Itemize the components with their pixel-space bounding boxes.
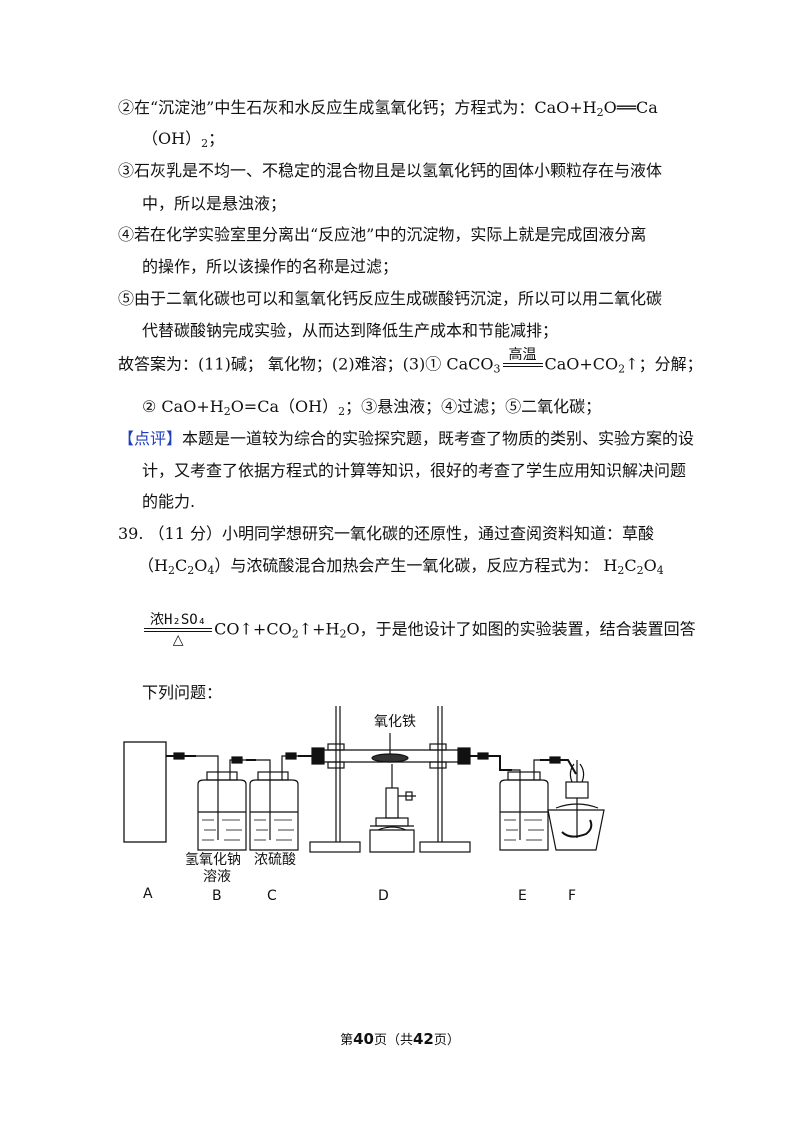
- text-line-7: ⑤由于二氧化碳也可以和氢氧化钙反应生成碳酸钙沉淀，所以可以用二氧化碳: [118, 289, 663, 308]
- text-line-4: 中，所以是悬浊液；: [142, 194, 287, 213]
- label-b: B: [212, 888, 222, 904]
- equation-line: 浓H₂SO₄△CO↑+CO2↑+H2O，于是他设计了如图的实验装置，结合装置回答: [142, 612, 696, 648]
- text-line-6: 的操作，所以该操作的名称是过滤；: [142, 257, 399, 276]
- label-f: F: [568, 888, 577, 904]
- apparatus-a-box: [123, 741, 167, 843]
- naoh-label-line1: 氢氧化钠: [185, 852, 241, 868]
- comment-line-1: 【点评】本题是一道较为综合的实验探究题，既考查了物质的类别、实验方案的设: [118, 429, 695, 448]
- label-e: E: [518, 888, 527, 904]
- text-line-1: ②在“沉淀池”中生石灰和水反应生成氢氧化钙；方程式为：CaO+H2O══Ca: [118, 98, 658, 119]
- iron-oxide-label: 氧化铁: [374, 714, 416, 730]
- question-39-line-3: 下列问题：: [142, 683, 223, 702]
- comment-line-2: 计，又考查了依据方程式的计算等知识，很好的考查了学生应用知识解决问题: [142, 461, 687, 480]
- apparatus-d: [309, 706, 471, 853]
- comment-line-3: 的能力.: [142, 492, 196, 511]
- comment-tag: 【点评】: [118, 429, 183, 448]
- reaction-condition: 高温: [502, 347, 543, 383]
- conc-acid-label: 浓硫酸: [254, 852, 296, 868]
- question-39-line-1: 39. （11 分）小明同学想研究一氧化碳的还原性，通过查阅资料知道：草酸: [118, 524, 654, 543]
- bottle-b: [196, 755, 247, 851]
- bottle-e: [499, 759, 549, 851]
- bottle-c: [249, 755, 300, 851]
- apparatus-diagram: [123, 706, 605, 853]
- text-line-5: ④若在化学实验室里分离出“反应池”中的沉淀物，实际上就是完成固液分离: [118, 225, 647, 244]
- label-d: D: [378, 888, 389, 904]
- text-line-3: ③石灰乳是不均一、不稳定的混合物且是以氢氧化钙的固体小颗粒存在与液体: [118, 161, 663, 180]
- reaction-condition-acid: 浓H₂SO₄△: [144, 612, 213, 648]
- text-line-8: 代替碳酸钠完成实验，从而达到降低生产成本和节能减排；: [142, 321, 559, 340]
- text-line-2: （OH）2；: [142, 129, 225, 150]
- answer-line-2: ② CaO+H2O=Ca（OH）2；③悬浊液；④过滤；⑤二氧化碳；: [142, 397, 602, 418]
- label-a: A: [143, 886, 153, 902]
- naoh-label-line2: 溶液: [203, 869, 231, 885]
- apparatus-f: [547, 760, 605, 851]
- page-footer: 第40页（共42页）: [340, 1030, 460, 1048]
- label-c: C: [267, 888, 277, 904]
- question-39-line-2: （H2C2O4）与浓硫酸混合加热会产生一氧化碳，反应方程式为： H2C2O4: [138, 556, 664, 577]
